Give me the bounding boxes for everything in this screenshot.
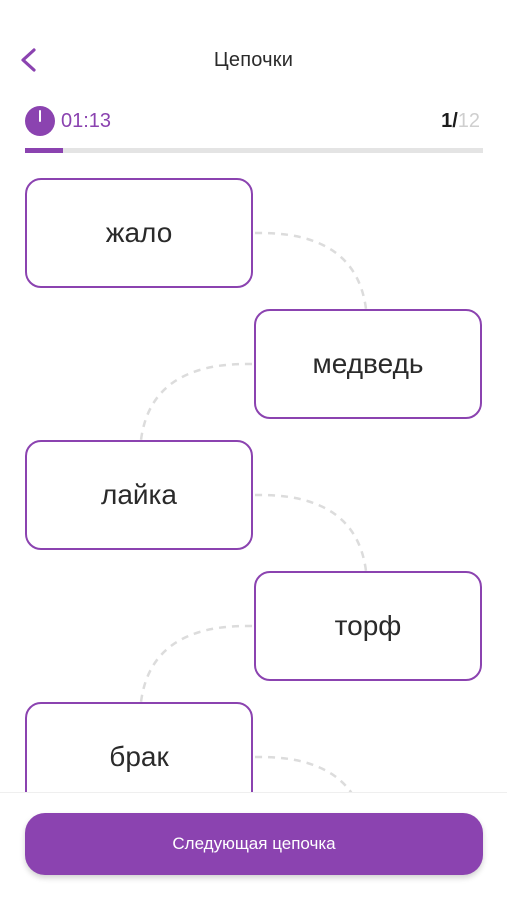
word-card[interactable]: жало (25, 178, 253, 288)
counter-separator: / (452, 110, 458, 132)
word-text: брак (109, 741, 169, 772)
word-card[interactable]: лайка (25, 440, 253, 550)
next-chain-button[interactable]: Следующая цепочка (25, 813, 483, 875)
timer-value: 01:13 (61, 109, 112, 132)
word-card[interactable]: медведь (254, 309, 482, 419)
word-text: торф (334, 610, 402, 641)
chain-connector (254, 493, 368, 572)
progress-bar (25, 148, 483, 153)
word-card[interactable]: торф (254, 571, 482, 681)
chain-counter: 1/12 (441, 110, 480, 133)
footer-divider (0, 792, 507, 793)
timer-icon (25, 106, 55, 136)
word-text: жало (105, 217, 173, 248)
word-text: медведь (312, 348, 424, 379)
chevron-left-icon (21, 48, 36, 72)
page-title: Цепочки (213, 49, 294, 71)
chain-connector (254, 231, 368, 310)
word-card[interactable]: брак (25, 702, 253, 792)
timer: 01:13 (25, 105, 111, 137)
chain-connector (139, 362, 253, 441)
chain-connector (139, 624, 253, 703)
progress-fill (25, 148, 63, 153)
counter-total: 12 (457, 110, 480, 132)
chain-connector (254, 755, 353, 792)
chain-connectors (139, 231, 368, 792)
header: Цепочки (0, 0, 507, 100)
word-chain: жало медведь лайка торф брак (0, 160, 507, 792)
counter-current: 1 (441, 110, 453, 132)
back-button[interactable] (12, 42, 46, 78)
word-text: лайка (101, 479, 177, 510)
